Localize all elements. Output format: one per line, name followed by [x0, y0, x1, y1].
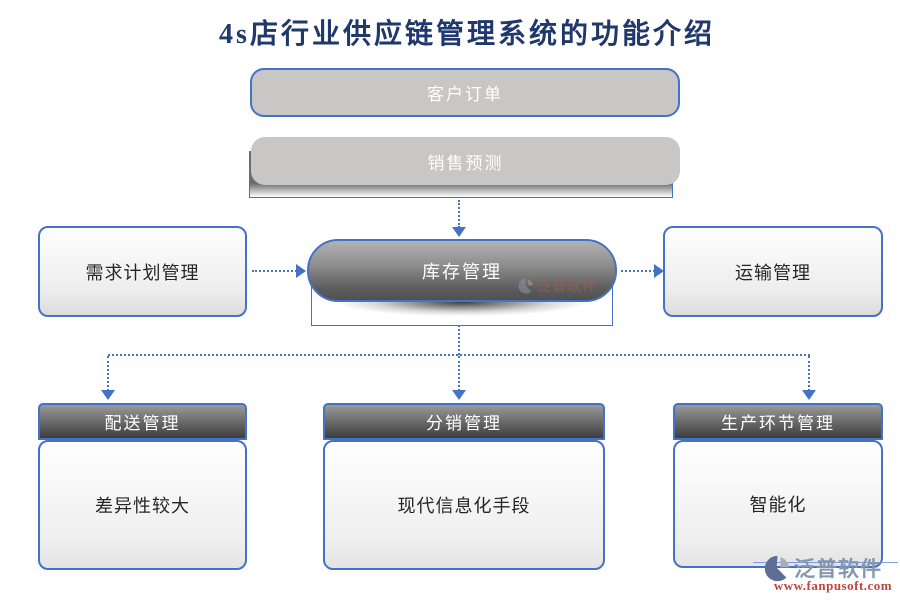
- node-production-header: 生产环节管理: [673, 403, 883, 440]
- arrowhead-down-icon: [101, 390, 115, 400]
- brand-underline: [753, 562, 898, 563]
- connector-sales-to-inventory: [458, 200, 460, 228]
- arrowhead-down-icon: [452, 390, 466, 400]
- node-label: 分销管理: [426, 414, 502, 433]
- fanpu-watermark: 泛普软件: [518, 276, 597, 296]
- node-label: 差异性较大: [95, 496, 190, 516]
- node-label: 智能化: [749, 495, 807, 515]
- node-delivery-header: 配送管理: [38, 403, 247, 440]
- node-label: 运输管理: [735, 262, 811, 283]
- node-transport: 运输管理: [663, 226, 883, 317]
- fanpu-logo-icon: [764, 555, 790, 581]
- connector-demand-to-inventory: [252, 270, 297, 272]
- connector-to-distribution: [458, 356, 460, 391]
- arrowhead-right-icon: [654, 264, 664, 278]
- node-sales-forecast: 销售预测: [251, 137, 680, 185]
- brand-url-text: www.fanpusoft.com: [773, 578, 893, 593]
- arrowhead-down-icon: [452, 227, 466, 237]
- node-label: 现代信息化手段: [397, 496, 531, 516]
- connector-inventory-to-transport: [621, 270, 655, 272]
- node-production-body: 智能化: [673, 440, 883, 568]
- connector-to-production: [808, 356, 810, 391]
- arrowhead-down-icon: [802, 390, 816, 400]
- connector-to-delivery: [107, 356, 109, 391]
- node-label: 配送管理: [104, 414, 181, 433]
- connector-inventory-down: [458, 313, 460, 355]
- node-label: 需求计划管理: [85, 262, 200, 283]
- node-label: 客户订单: [427, 85, 503, 104]
- node-customer-order: 客户订单: [250, 68, 680, 117]
- page-title: 4s店行业供应链管理系统的功能介绍: [219, 19, 715, 50]
- node-distribution-header: 分销管理: [323, 403, 605, 440]
- fanpu-watermark-icon: [518, 278, 533, 294]
- connector-branch-bar: [108, 354, 810, 356]
- node-label: 销售预测: [427, 153, 504, 173]
- arrowhead-right-icon: [296, 264, 306, 278]
- node-label: 库存管理: [422, 261, 502, 282]
- brand-name-text: 泛普软件: [794, 557, 882, 581]
- watermark-brand-text: 泛普软件: [537, 280, 597, 295]
- node-distribution-body: 现代信息化手段: [323, 440, 605, 570]
- node-demand-planning: 需求计划管理: [38, 226, 247, 317]
- node-inventory: 库存管理: [307, 239, 617, 302]
- node-delivery-body: 差异性较大: [38, 440, 247, 570]
- fanpu-logo: 泛普软件: [764, 553, 882, 583]
- node-label: 生产环节管理: [721, 414, 835, 433]
